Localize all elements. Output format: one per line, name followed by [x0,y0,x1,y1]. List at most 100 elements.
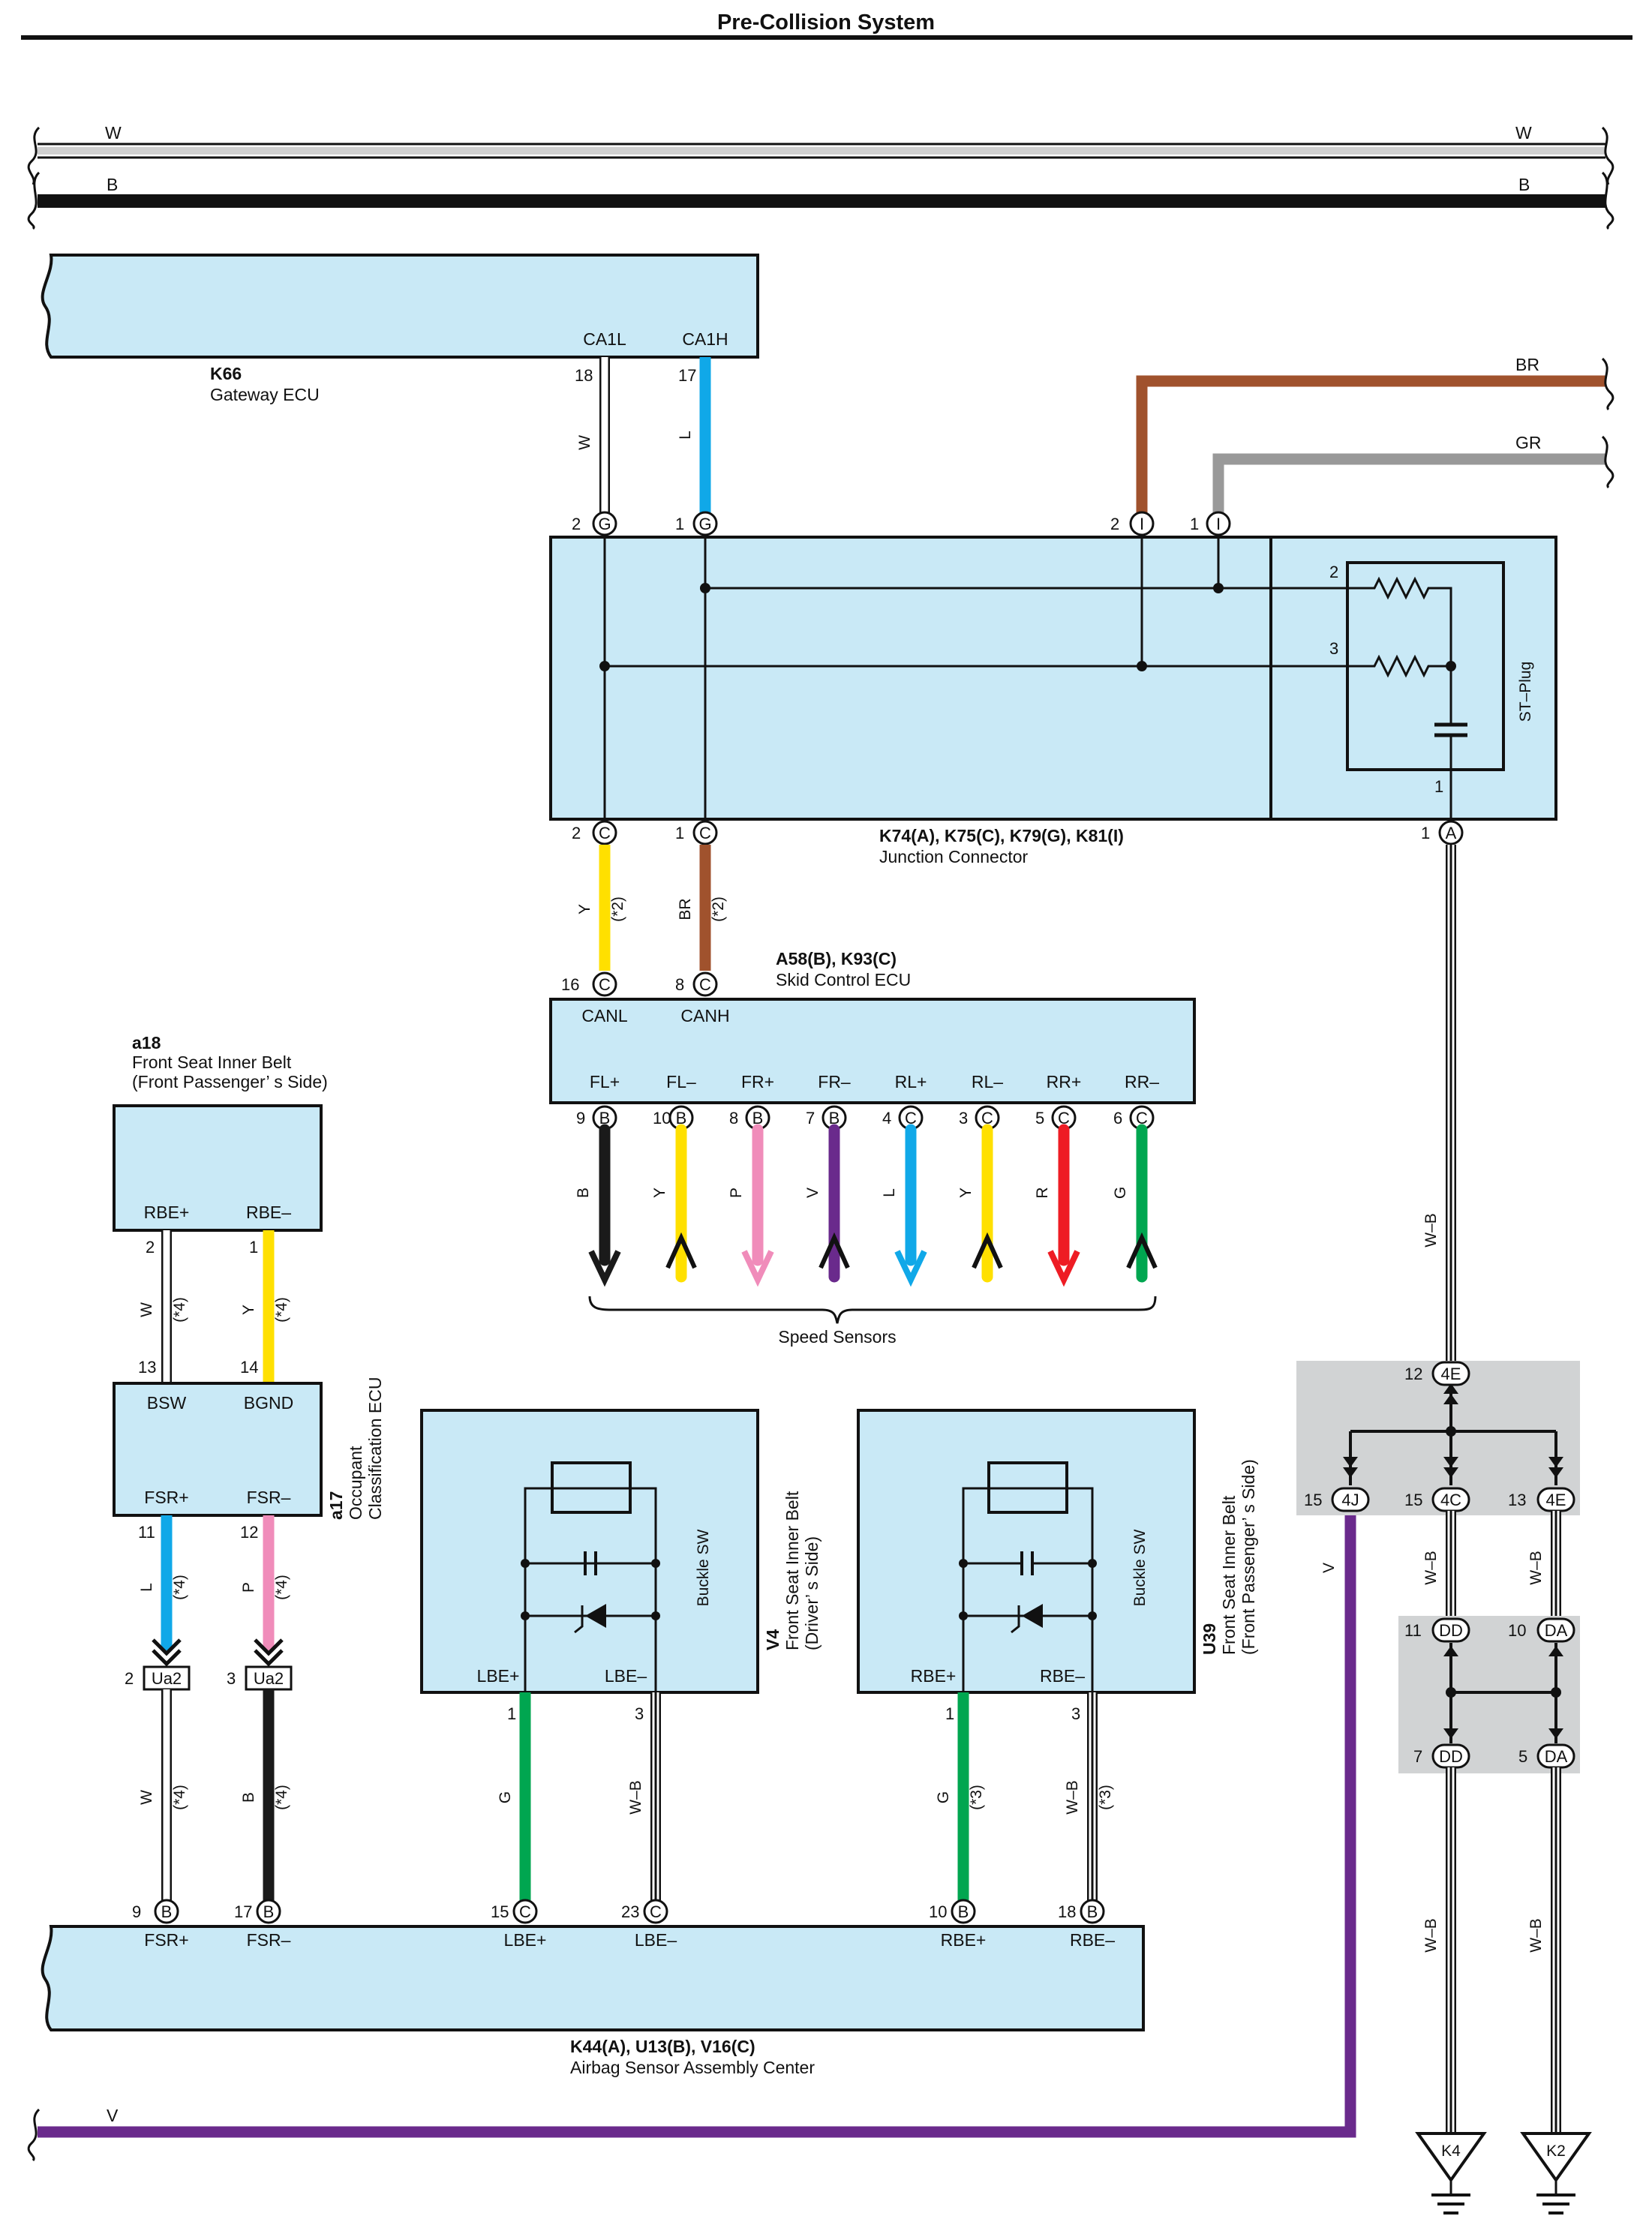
svg-text:a18: a18 [132,1033,161,1052]
airbag-pin-label: RBE– [1070,1930,1115,1950]
svg-text:Classification ECU: Classification ECU [365,1377,385,1520]
speed-sensor-wire-color: Y [651,1188,668,1198]
skid-pin-conn: B [676,1109,687,1128]
svg-text:K44(A), U13(B), V16(C): K44(A), U13(B), V16(C) [570,2037,755,2056]
svg-text:A: A [1446,824,1457,842]
wire-v4-wb: W–B [627,1692,661,1901]
wire-gr-external: GR [1212,433,1614,515]
speed-sensor-2: FR+B8P [728,1072,774,1287]
skid-pin-num: 7 [806,1109,815,1128]
speed-sensor-wire-color: V [804,1188,821,1198]
skid-pin-16: C 16 [561,971,617,997]
connector-4e-bottom: 4E 13 [1508,1487,1575,1512]
wire-ua2-w: W (*4) [138,1689,188,1901]
bus-w-label-right: W [1515,123,1532,143]
skid-pin-num: 9 [576,1109,585,1128]
airbag-sensor-assembly: K44(A), U13(B), V16(C) Airbag Sensor Ass… [41,1925,1145,2077]
svg-text:4J: 4J [1341,1491,1359,1509]
gateway-ecu: CA1L CA1H K66 Gateway ECU 18 17 [41,254,759,404]
svg-text:1: 1 [675,515,684,533]
skid-id: A58(B), K93(C) [776,949,897,968]
airbag-pins: B9FSR+B17FSR–C15LBE+C23LBE–B10RBE+B18RBE… [132,1899,1115,1950]
speed-sensor-0: FL+B9B [575,1072,621,1287]
svg-text:3: 3 [635,1704,644,1723]
svg-text:Front Seat Inner Belt: Front Seat Inner Belt [782,1491,802,1650]
skid-pin-conn: B [599,1109,611,1128]
svg-text:RBE–: RBE– [246,1203,291,1222]
svg-text:W: W [138,1302,155,1317]
skid-pin-num: 4 [882,1109,891,1128]
svg-text:C: C [699,975,711,994]
connector-ua2-right: Ua2 3 [227,1638,293,1691]
wire-u39-wb: W–B (*3) [1064,1692,1114,1901]
airbag-pin-label: RBE+ [941,1930,987,1950]
svg-text:BR: BR [677,898,694,920]
gateway-pin-ca1l: CA1L [583,329,626,349]
wire-ua2-b: B (*4) [240,1689,290,1901]
airbag-pin-conn: B [161,1902,173,1921]
wire-gateway-w: W [576,357,610,515]
speed-sensor-wire-color: B [575,1188,592,1198]
arrow-up-icon [665,1232,697,1269]
skid-pin-8: C 8 [675,971,718,997]
v4-buckle-switch: Buckle SW LBE+ LBE– 1 3 V4 Front Seat In… [420,1409,821,1723]
speed-sensor-3: FR–B7V [804,1072,851,1283]
bus-b-label-left: B [107,175,118,194]
speed-sensor-brace: Speed Sensors [588,1296,1157,1347]
airbag-pin-label: LBE– [635,1930,677,1950]
speed-sensor-5: RL–C3Y [957,1072,1003,1283]
skid-pin-label: RR– [1125,1072,1159,1091]
wire-a17-p: P (*4) [240,1515,290,1650]
svg-text:DD: DD [1439,1747,1463,1766]
ground-k4-icon: K4 [1415,2132,1487,2214]
svg-text:RBE+: RBE+ [144,1203,190,1222]
svg-text:W–B: W–B [1064,1780,1081,1815]
svg-text:(*2): (*2) [710,896,727,922]
svg-text:10: 10 [1508,1621,1526,1640]
svg-text:4C: 4C [1440,1491,1461,1509]
skid-pin-num: 6 [1113,1109,1122,1128]
svg-text:BR: BR [1515,355,1539,374]
svg-text:G: G [698,515,711,533]
svg-text:(*4): (*4) [273,1785,290,1810]
skid-pin-label: FL– [666,1072,696,1091]
skid-pin-num: 5 [1035,1109,1044,1128]
svg-text:3: 3 [1071,1704,1080,1723]
svg-text:Airbag Sensor Assembly Center: Airbag Sensor Assembly Center [570,2058,815,2077]
svg-text:Ua2: Ua2 [152,1669,182,1688]
wire-v4-g: G [497,1692,531,1901]
svg-text:DD: DD [1439,1621,1463,1640]
svg-text:W–B: W–B [1527,1918,1545,1953]
speed-sensor-wire-color: G [1112,1187,1129,1199]
svg-text:BGND: BGND [244,1393,293,1413]
skid-pin-conn: C [1136,1109,1148,1128]
connector-da-bottom: DA 5 [1518,1743,1575,1769]
connector-da-top: DA 10 [1508,1617,1575,1643]
skid-pin-label: FR+ [741,1072,774,1091]
svg-text:1: 1 [507,1704,516,1723]
a18-belt: a18 Front Seat Inner Belt (Front Passeng… [113,1033,328,1257]
svg-text:1: 1 [945,1704,954,1723]
svg-text:W–B: W–B [1422,1918,1440,1953]
svg-text:CANH: CANH [680,1006,729,1025]
svg-text:3: 3 [227,1669,236,1688]
airbag-pin-conn: C [650,1902,662,1921]
svg-text:W: W [138,1790,155,1805]
svg-text:W–B: W–B [1527,1551,1545,1585]
junction-pin-g1: G 1 [675,511,718,536]
skid-pin-conn: B [829,1109,840,1128]
svg-text:V4: V4 [763,1629,782,1650]
svg-text:4E: 4E [1546,1491,1566,1509]
skid-pin-num: 8 [729,1109,738,1128]
skid-pin-conn: C [1058,1109,1070,1128]
svg-text:1: 1 [249,1238,258,1257]
speed-sensor-wire-color: L [881,1188,898,1197]
svg-text:C: C [599,975,611,994]
bus-w-label-left: W [105,123,122,143]
svg-text:15: 15 [1404,1491,1422,1509]
svg-text:Ua2: Ua2 [254,1669,284,1688]
wire-gateway-l: L [677,357,711,515]
arrow-up-icon [972,1232,1003,1269]
